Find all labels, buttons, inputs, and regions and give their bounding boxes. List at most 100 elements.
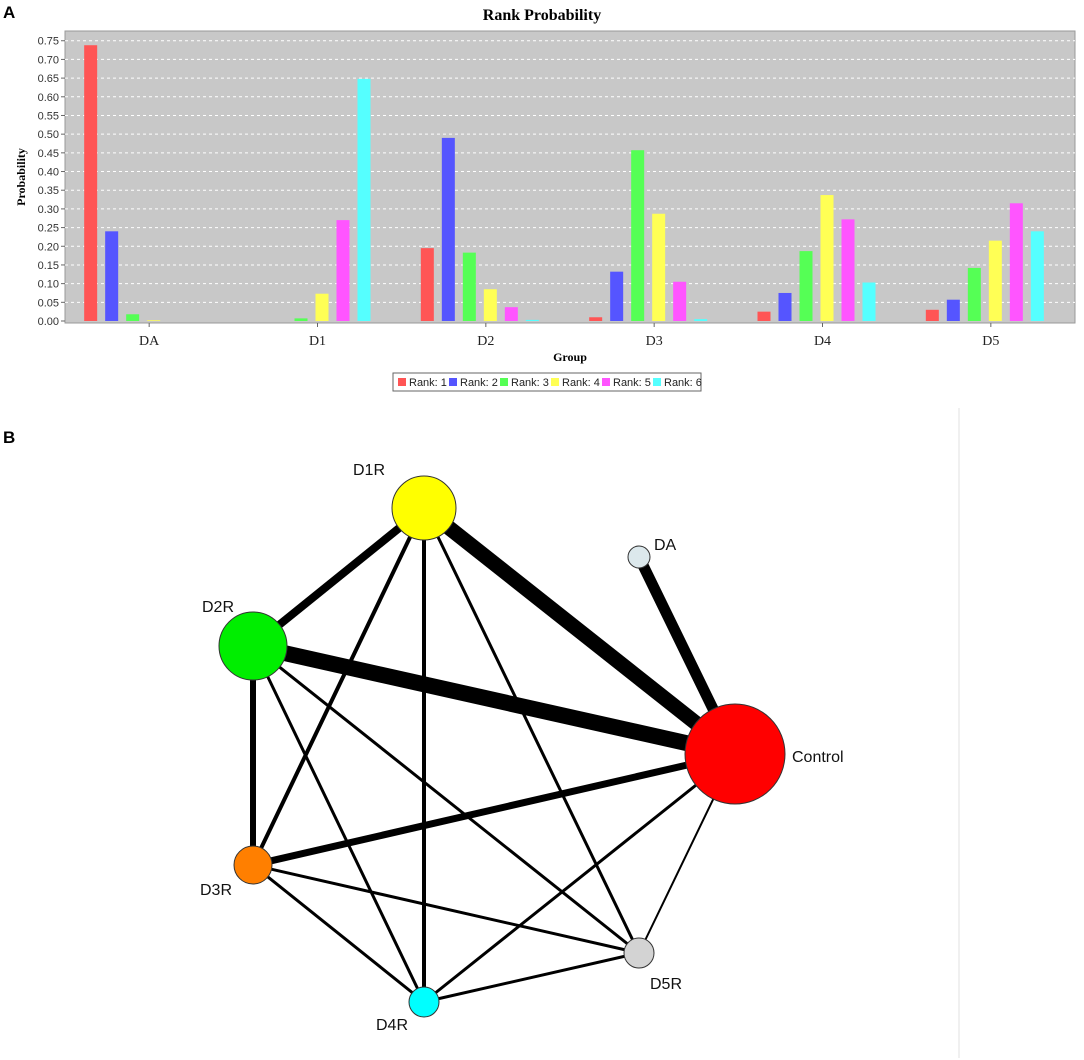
y-tick-label: 0.15 [38,260,59,272]
network-edge [422,507,641,954]
x-tick-label: D1 [309,334,326,349]
bar [126,314,140,321]
y-tick-label: 0.65 [38,73,59,85]
legend-swatch [653,378,661,386]
y-tick-label: 0.45 [38,148,59,160]
network-node-label: D1R [353,462,385,479]
y-axis-title: Probability [14,148,28,206]
bar [294,318,308,321]
chart-title: Rank Probability [483,7,601,24]
bar [778,292,792,321]
legend-swatch [398,378,406,386]
bar [652,213,666,321]
network-edge [252,863,640,955]
bar [631,150,645,321]
legend-label: Rank: 5 [613,377,651,389]
legend-swatch [602,378,610,386]
network-node [218,611,288,681]
bar [357,78,371,321]
y-tick-label: 0.40 [38,167,59,179]
y-axis-ticks: 0.00 0.05 0.10 0.15 0.20 0.25 0.30 0.35 0.40 0.45… [38,36,65,328]
network-node [408,986,440,1018]
y-tick-label: 0.50 [38,129,59,141]
network-node-label: Control [792,749,844,766]
bar [315,293,329,321]
legend-label: Rank: 3 [511,377,549,389]
legend-label: Rank: 1 [409,377,447,389]
bar [462,252,476,321]
network-edge [251,507,426,866]
bar [610,271,624,321]
network-edge [252,863,425,1004]
network-node-label: DA [654,537,677,554]
bar [105,231,119,321]
y-tick-label: 0.20 [38,241,59,253]
bar [841,219,855,321]
y-tick-label: 0.10 [38,279,59,291]
grid-lines [65,40,1075,303]
bar [420,248,434,321]
panel-letter-b: B [3,428,15,447]
network-node-label: D4R [376,1017,408,1034]
bar [673,281,687,321]
bar [820,195,834,321]
y-tick-label: 0.25 [38,223,59,235]
bar [694,319,708,321]
chart-legend: Rank: 1 Rank: 2 Rank: 3 Rank: 4 Rank: 5 Rank:… [392,372,702,392]
legend-label: Rank: 2 [460,377,498,389]
y-tick-label: 0.55 [38,110,59,122]
network-nodes [218,475,786,1018]
bar [1009,203,1023,321]
bar [441,137,455,321]
bar [1030,231,1044,321]
y-tick-label: 0.75 [38,36,59,48]
network-edges [250,502,740,1004]
bar [988,240,1002,321]
network-edge [423,752,736,1004]
bar [147,320,161,321]
bar-chart: 0.00 0.05 0.10 0.15 0.20 0.25 0.30 0.35 0.40 0.45… [38,30,1076,349]
panel-letter-a: A [3,3,15,22]
network-edge [419,502,740,760]
plot-background [64,30,1076,324]
x-tick-label: D2 [477,334,494,349]
network-node-label: D3R [200,882,232,899]
y-tick-label: 0.35 [38,185,59,197]
bar [925,309,939,321]
bar [336,220,350,321]
bar [504,307,518,321]
legend-label: Rank: 6 [664,377,702,389]
legend-swatch [551,378,559,386]
legend-swatch [500,378,508,386]
bar [799,251,813,321]
network-edge [251,638,737,762]
bar [483,289,497,321]
x-tick-label: D4 [814,334,831,349]
y-tick-label: 0.05 [38,297,59,309]
x-tick-label: D3 [646,334,663,349]
network-node [623,937,655,969]
network-node [391,475,457,541]
bar [84,45,98,321]
bar [946,299,960,321]
network-node [627,545,651,569]
network-edge [252,750,736,869]
legend-swatch [449,378,457,386]
bar [525,319,539,321]
y-tick-label: 0.70 [38,54,59,66]
bar [757,311,771,321]
y-tick-label: 0.00 [38,316,59,328]
network-node-label: D5R [650,976,682,993]
legend-label: Rank: 4 [562,377,600,389]
network-edge [251,645,426,1003]
network-edge [250,504,427,650]
y-tick-label: 0.30 [38,204,59,216]
network-edge [423,951,640,1004]
legend-box [392,372,702,392]
network-node [233,845,273,885]
bar [862,282,876,321]
